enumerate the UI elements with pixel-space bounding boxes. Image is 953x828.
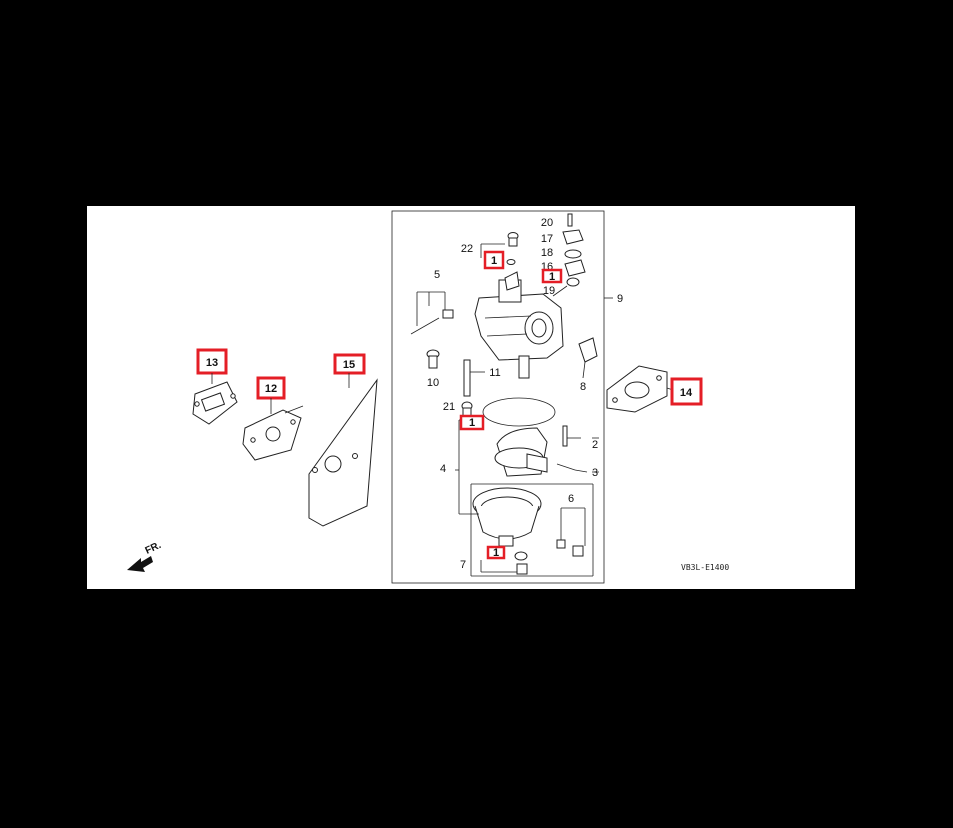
part-6-screws (556, 507, 586, 557)
callout-22: 22 (461, 243, 473, 255)
callout-6: 6 (568, 493, 574, 505)
svg-text:13: 13 (206, 357, 218, 369)
callout-11: 11 (489, 367, 500, 379)
carburetor-body (474, 271, 564, 379)
callout-20: 20 (541, 217, 553, 229)
svg-text:1: 1 (493, 547, 499, 559)
part-22-screw (480, 232, 519, 265)
callout-9: 9 (617, 293, 623, 305)
callout-2: 2 (592, 439, 598, 451)
highlight-14: 14 (670, 377, 703, 406)
svg-text:15: 15 (343, 359, 355, 371)
float (494, 427, 548, 477)
float-valve-needle (556, 425, 588, 473)
callout-8: 8 (580, 381, 586, 393)
assembly-frame (391, 210, 605, 584)
part-5-pilot-screw (410, 291, 454, 335)
highlight-15: 15 (333, 353, 366, 388)
part-14-gasket (606, 365, 680, 413)
part-7-drain-bolt (514, 551, 528, 575)
callout-7: 7 (460, 559, 466, 571)
part-12-insulator (242, 405, 304, 461)
part-10-screw (426, 349, 440, 369)
svg-text:14: 14 (680, 387, 693, 399)
svg-text:1: 1 (469, 417, 475, 429)
svg-text:1: 1 (549, 271, 555, 283)
callout-21: 21 (443, 401, 455, 413)
callout-3: 3 (592, 467, 598, 479)
svg-text:1: 1 (491, 255, 497, 267)
callout-10: 10 (427, 377, 439, 389)
carburetor-exploded-diagram: 5 10 11 21 4 7 6 2 3 8 9 20 17 18 16 19 … (127, 210, 729, 584)
front-direction-arrow: FR. (127, 540, 163, 572)
part-8-solenoid (578, 337, 598, 379)
float-chamber-o-ring (482, 397, 556, 427)
parts-diagram-panel: 5 10 11 21 4 7 6 2 3 8 9 20 17 18 16 19 … (87, 206, 855, 589)
part-15-plate (308, 378, 378, 527)
callout-18: 18 (541, 247, 553, 259)
part-21-nut (461, 401, 473, 417)
highlight-13: 13 (196, 348, 228, 384)
highlight-1-top: 1 (483, 250, 505, 270)
svg-text:12: 12 (265, 383, 277, 395)
highlight-12: 12 (256, 376, 286, 414)
callout-5: 5 (434, 269, 440, 281)
highlight-1-oring: 1 (459, 414, 485, 431)
part-13-gasket (192, 381, 238, 425)
part-11-bolt (463, 359, 485, 397)
direction-label: FR. (144, 540, 163, 557)
bracket-lines (455, 297, 613, 577)
callout-4: 4 (440, 463, 446, 475)
highlight-1-drain: 1 (486, 545, 506, 560)
diagram-code: VB3L-E1400 (681, 563, 729, 572)
highlight-1-right: 1 (541, 268, 563, 284)
float-chamber (472, 487, 542, 547)
choke-lever-parts (552, 213, 586, 297)
callout-17: 17 (541, 233, 553, 245)
callout-19: 19 (543, 285, 555, 297)
